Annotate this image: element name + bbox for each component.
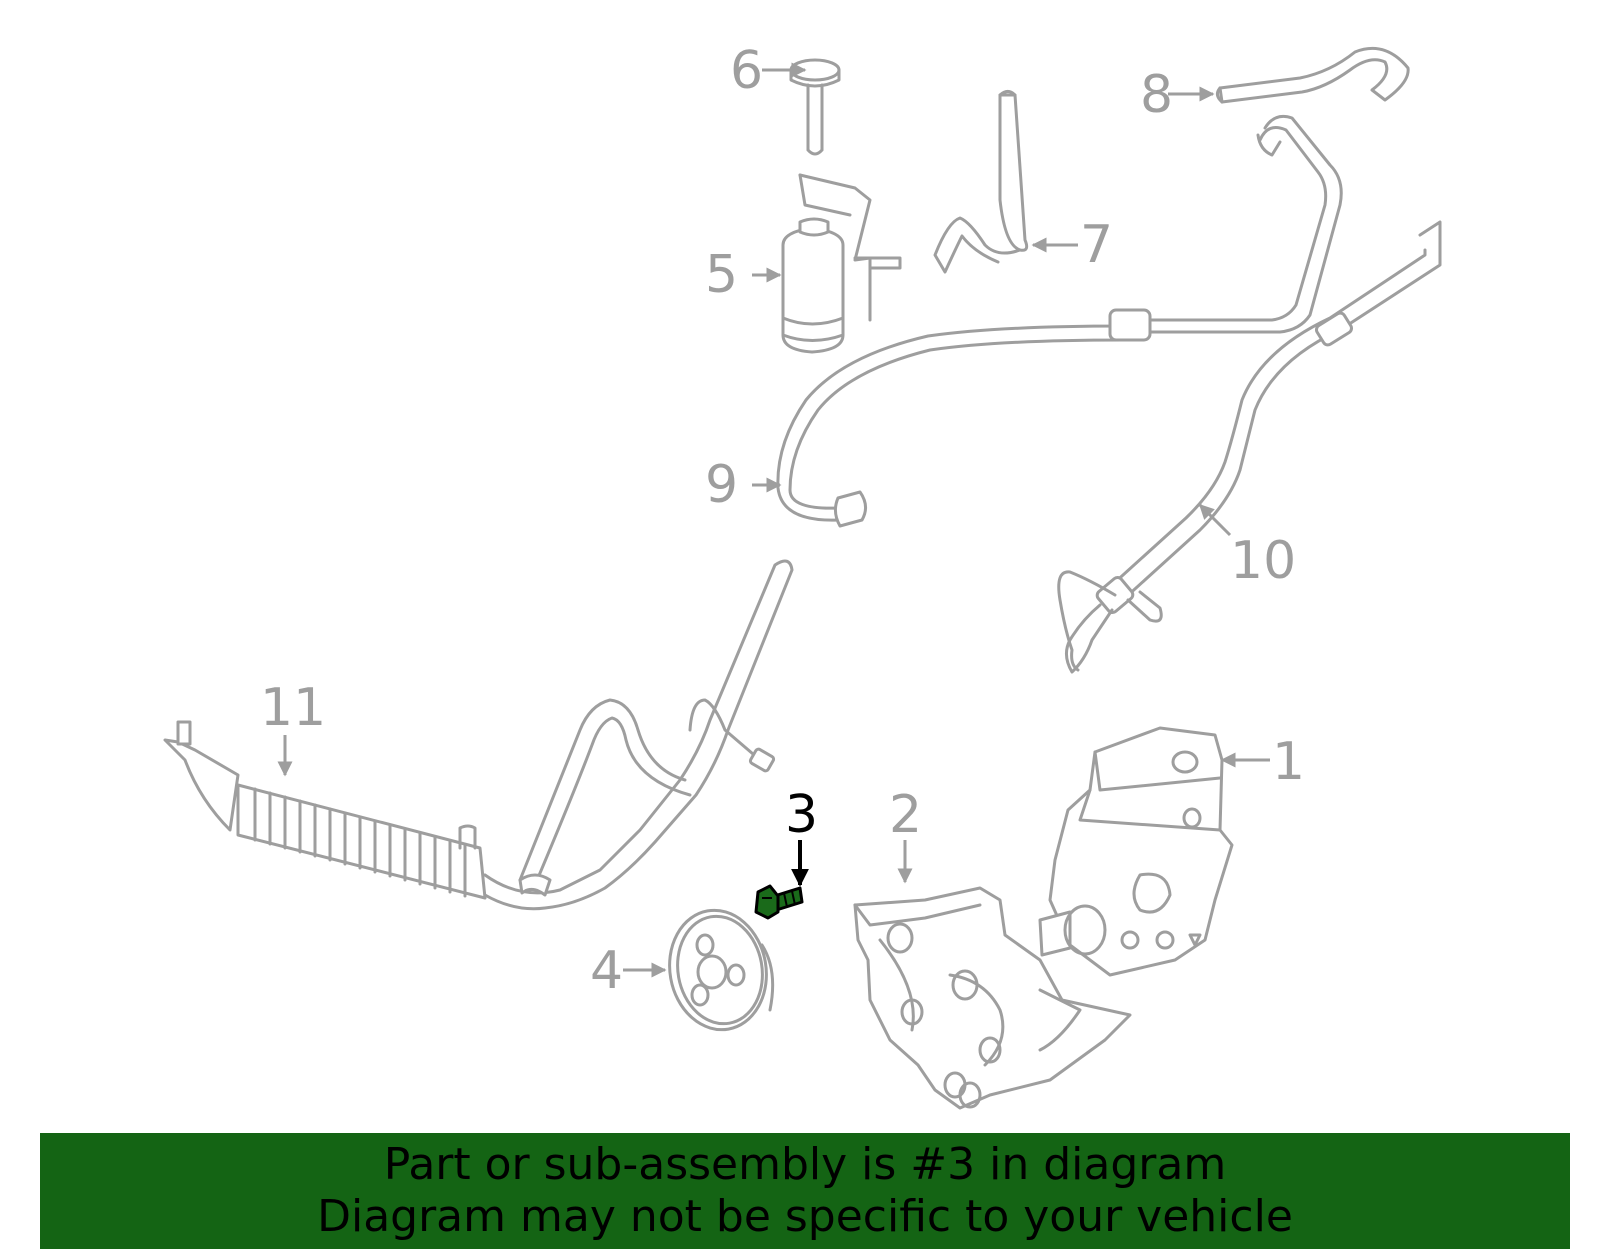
label-part-4: 4 xyxy=(590,941,623,1001)
part-7-hose xyxy=(933,90,1029,274)
callout-arrows xyxy=(277,62,1270,978)
part-3-bolt xyxy=(754,884,804,920)
banner-line-part-info: Part or sub-assembly is #3 in diagram xyxy=(383,1139,1227,1190)
part-5-reservoir xyxy=(781,173,902,354)
part-8-hose xyxy=(1215,46,1410,104)
part-labels: 1 2 3 4 5 6 7 8 9 10 11 xyxy=(260,41,1305,1001)
label-part-10: 10 xyxy=(1230,531,1296,591)
part-4-pulley xyxy=(668,908,775,1032)
banner-line-disclaimer: Diagram may not be specific to your vehi… xyxy=(317,1191,1293,1242)
part-10-line xyxy=(1057,220,1442,674)
label-part-9: 9 xyxy=(705,455,738,515)
label-part-8: 8 xyxy=(1140,65,1173,125)
label-part-11: 11 xyxy=(260,678,326,738)
part-2-bracket xyxy=(853,886,1132,1110)
part-6-cap-dipstick xyxy=(789,58,841,156)
part-11-cooler xyxy=(163,559,794,911)
label-part-3: 3 xyxy=(785,785,818,845)
label-part-2: 2 xyxy=(889,785,922,845)
label-part-1: 1 xyxy=(1272,732,1305,792)
label-part-7: 7 xyxy=(1080,215,1113,275)
part-1-pump xyxy=(1038,726,1234,977)
label-part-6: 6 xyxy=(730,41,763,101)
part-9-line xyxy=(776,114,1343,528)
label-part-5: 5 xyxy=(705,245,738,305)
info-banner: Part or sub-assembly is #3 in diagram Di… xyxy=(40,1133,1570,1249)
